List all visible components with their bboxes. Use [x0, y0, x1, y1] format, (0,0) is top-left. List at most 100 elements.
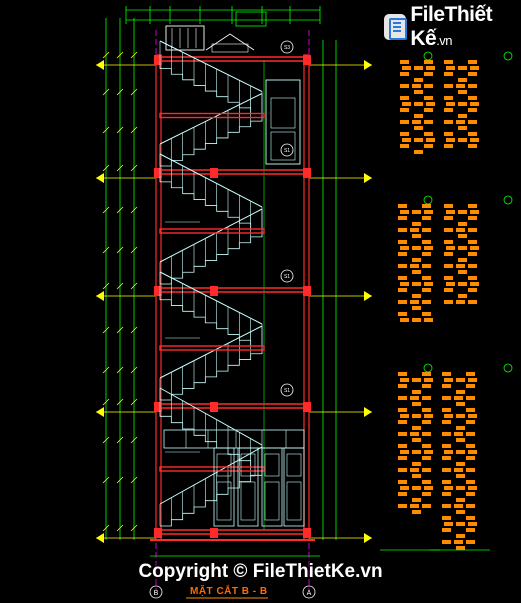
dimension-tick	[116, 88, 124, 96]
handrail	[159, 387, 263, 446]
top-dimension-lines	[125, 6, 321, 557]
section-marker-bubble	[280, 40, 294, 54]
brick-detail-col	[424, 486, 433, 490]
brick-detail-col	[410, 504, 419, 508]
dimension-tick	[116, 524, 124, 532]
handrail	[159, 93, 263, 145]
brick-detail-col	[422, 396, 431, 400]
brick-detail-col	[398, 312, 407, 316]
brick-detail-col	[442, 396, 451, 400]
brick-detail-col	[458, 294, 467, 298]
handrail	[159, 446, 263, 505]
brick-detail-col	[454, 432, 463, 436]
dimension-tick	[116, 476, 124, 484]
brick-detail-col	[426, 66, 435, 70]
detail-marker	[423, 363, 433, 373]
brick-detail-col	[442, 468, 451, 472]
brick-detail-col	[456, 414, 465, 418]
brick-detail-col	[398, 288, 407, 292]
brick-detail-col	[468, 522, 477, 526]
brick-detail-col	[466, 384, 475, 388]
brick-detail-col	[400, 132, 409, 136]
axis-label: A	[307, 590, 312, 597]
brick-detail-col	[422, 228, 431, 232]
brick-detail-col	[424, 108, 433, 112]
brick-detail-col	[454, 396, 463, 400]
watermark-brand: FileThiết Kế.vn	[410, 3, 521, 51]
brick-detail-col	[398, 444, 407, 448]
brand-part1: File	[410, 3, 445, 26]
brick-detail-col	[424, 84, 433, 88]
brick-detail-col	[412, 294, 421, 298]
brick-detail-col	[458, 114, 467, 118]
brick-detail-col	[444, 60, 453, 64]
dimension-tick	[116, 398, 124, 406]
brick-detail-col	[426, 102, 435, 106]
brick-detail-col	[468, 276, 477, 280]
brick-detail-col	[444, 276, 453, 280]
brick-detail-col	[402, 138, 411, 142]
brick-detail-col	[422, 276, 431, 280]
brick-detail-col	[466, 444, 475, 448]
brick-detail-col	[458, 222, 467, 226]
section-marker-label: S1	[284, 274, 290, 280]
stair-flight-lower	[160, 348, 263, 401]
floor-slabs	[150, 55, 315, 541]
dimension-tick	[102, 326, 110, 334]
brick-detail-col	[442, 456, 451, 460]
handrail	[159, 271, 263, 325]
brick-detail-col	[422, 216, 431, 220]
brick-detail-col	[458, 126, 467, 130]
dimension-tick	[130, 476, 138, 484]
brick-detail-col	[410, 432, 419, 436]
brick-detail-col	[400, 72, 409, 76]
brick-detail-col	[444, 84, 453, 88]
brick-detail-col	[444, 228, 453, 232]
brick-detail-col	[402, 66, 411, 70]
brick-detail-col	[422, 432, 431, 436]
brick-detail-col	[412, 222, 421, 226]
brick-detail-col	[468, 288, 477, 292]
brick-detail-col	[422, 408, 431, 412]
brick-detail-columns	[380, 51, 513, 551]
detail-marker	[423, 195, 433, 205]
dimension-tick	[130, 524, 138, 532]
brick-detail-col	[468, 144, 477, 148]
brick-detail-col	[412, 210, 421, 214]
brick-detail-col	[414, 114, 423, 118]
brick-detail-col	[424, 414, 433, 418]
dimension-tick	[102, 126, 110, 134]
brick-detail-col	[422, 384, 431, 388]
brick-detail-col	[466, 408, 475, 412]
brick-detail-col	[422, 300, 431, 304]
brick-detail-col	[412, 390, 421, 394]
brick-detail-col	[400, 450, 409, 454]
brick-detail-col	[442, 420, 451, 424]
dimension-tick	[116, 164, 124, 172]
brick-detail-col	[422, 444, 431, 448]
brick-detail-col	[466, 420, 475, 424]
brick-detail-col	[422, 480, 431, 484]
dimension-tick	[102, 51, 110, 59]
brick-detail-col	[454, 504, 463, 508]
brick-detail-col	[412, 234, 421, 238]
dimension-tick	[116, 366, 124, 374]
brick-detail-col	[412, 414, 421, 418]
brick-detail-col	[466, 528, 475, 532]
brick-detail-col	[442, 528, 451, 532]
brick-detail-col	[442, 432, 451, 436]
section-marker-bubble	[280, 383, 294, 397]
brick-detail-col	[470, 138, 479, 142]
brick-detail-col	[466, 432, 475, 436]
brick-detail-col	[456, 462, 465, 466]
dimension-tick	[130, 282, 138, 290]
dimension-tick	[130, 164, 138, 172]
brick-detail-col	[412, 438, 421, 442]
brick-detail-col	[424, 72, 433, 76]
right-dimension-lines	[309, 40, 372, 543]
brick-detail-col	[468, 300, 477, 304]
brick-detail-col	[468, 414, 477, 418]
floor-slab	[155, 56, 310, 62]
brick-detail-col	[444, 288, 453, 292]
brick-detail-col	[400, 84, 409, 88]
